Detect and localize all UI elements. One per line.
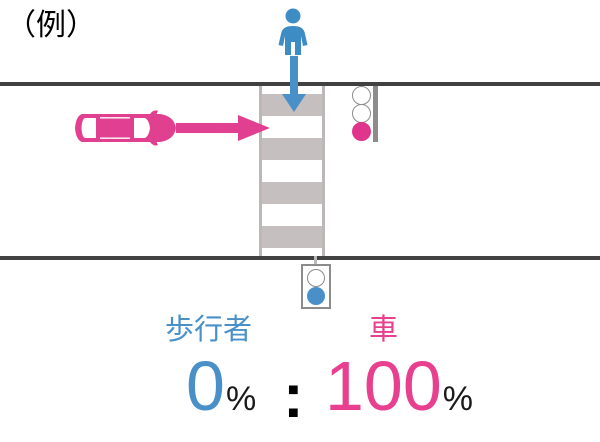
pedestrian-direction-arrow bbox=[281, 56, 307, 112]
car-ratio-unit: % bbox=[442, 380, 474, 418]
pedestrian-signal-lamp-red bbox=[307, 269, 325, 287]
vehicle-signal-pole bbox=[373, 86, 378, 142]
vehicle-traffic-signal bbox=[352, 86, 378, 142]
vehicle-signal-lamp-red bbox=[352, 122, 371, 141]
pedestrian-ratio: 0 % bbox=[186, 349, 256, 436]
crosswalk-stripe bbox=[262, 226, 322, 248]
page-title: （例） bbox=[6, 8, 96, 43]
car-ratio-value: 100 bbox=[325, 347, 442, 425]
car-ratio: 100 % bbox=[325, 349, 473, 436]
liability-ratio-row: 0 % : 100 % bbox=[0, 349, 600, 436]
road-edge-bottom bbox=[0, 256, 600, 260]
vehicle-signal-lamp-yellow bbox=[352, 104, 371, 123]
party-label-row: 歩行者 車 bbox=[0, 310, 600, 350]
pedestrian-icon bbox=[272, 8, 314, 56]
crosswalk-stripe bbox=[262, 182, 322, 204]
road-edge-top bbox=[0, 82, 600, 86]
pedestrian-ratio-value: 0 bbox=[186, 347, 225, 425]
car-direction-arrow bbox=[176, 113, 270, 143]
car-label: 車 bbox=[369, 312, 399, 346]
crosswalk-sideline-right bbox=[322, 86, 325, 256]
pedestrian-traffic-signal bbox=[301, 264, 331, 309]
pedestrian-signal-post bbox=[314, 256, 317, 265]
vehicle-signal-lamp-green bbox=[352, 86, 371, 105]
pedestrian-ratio-unit: % bbox=[225, 380, 257, 418]
car-icon bbox=[72, 100, 180, 156]
crosswalk-sideline-left bbox=[259, 86, 262, 256]
pedestrian-label: 歩行者 bbox=[165, 312, 253, 346]
pedestrian-signal-lamp-green bbox=[307, 287, 325, 305]
crosswalk-stripe bbox=[262, 138, 322, 160]
ratio-separator: : bbox=[283, 362, 304, 431]
